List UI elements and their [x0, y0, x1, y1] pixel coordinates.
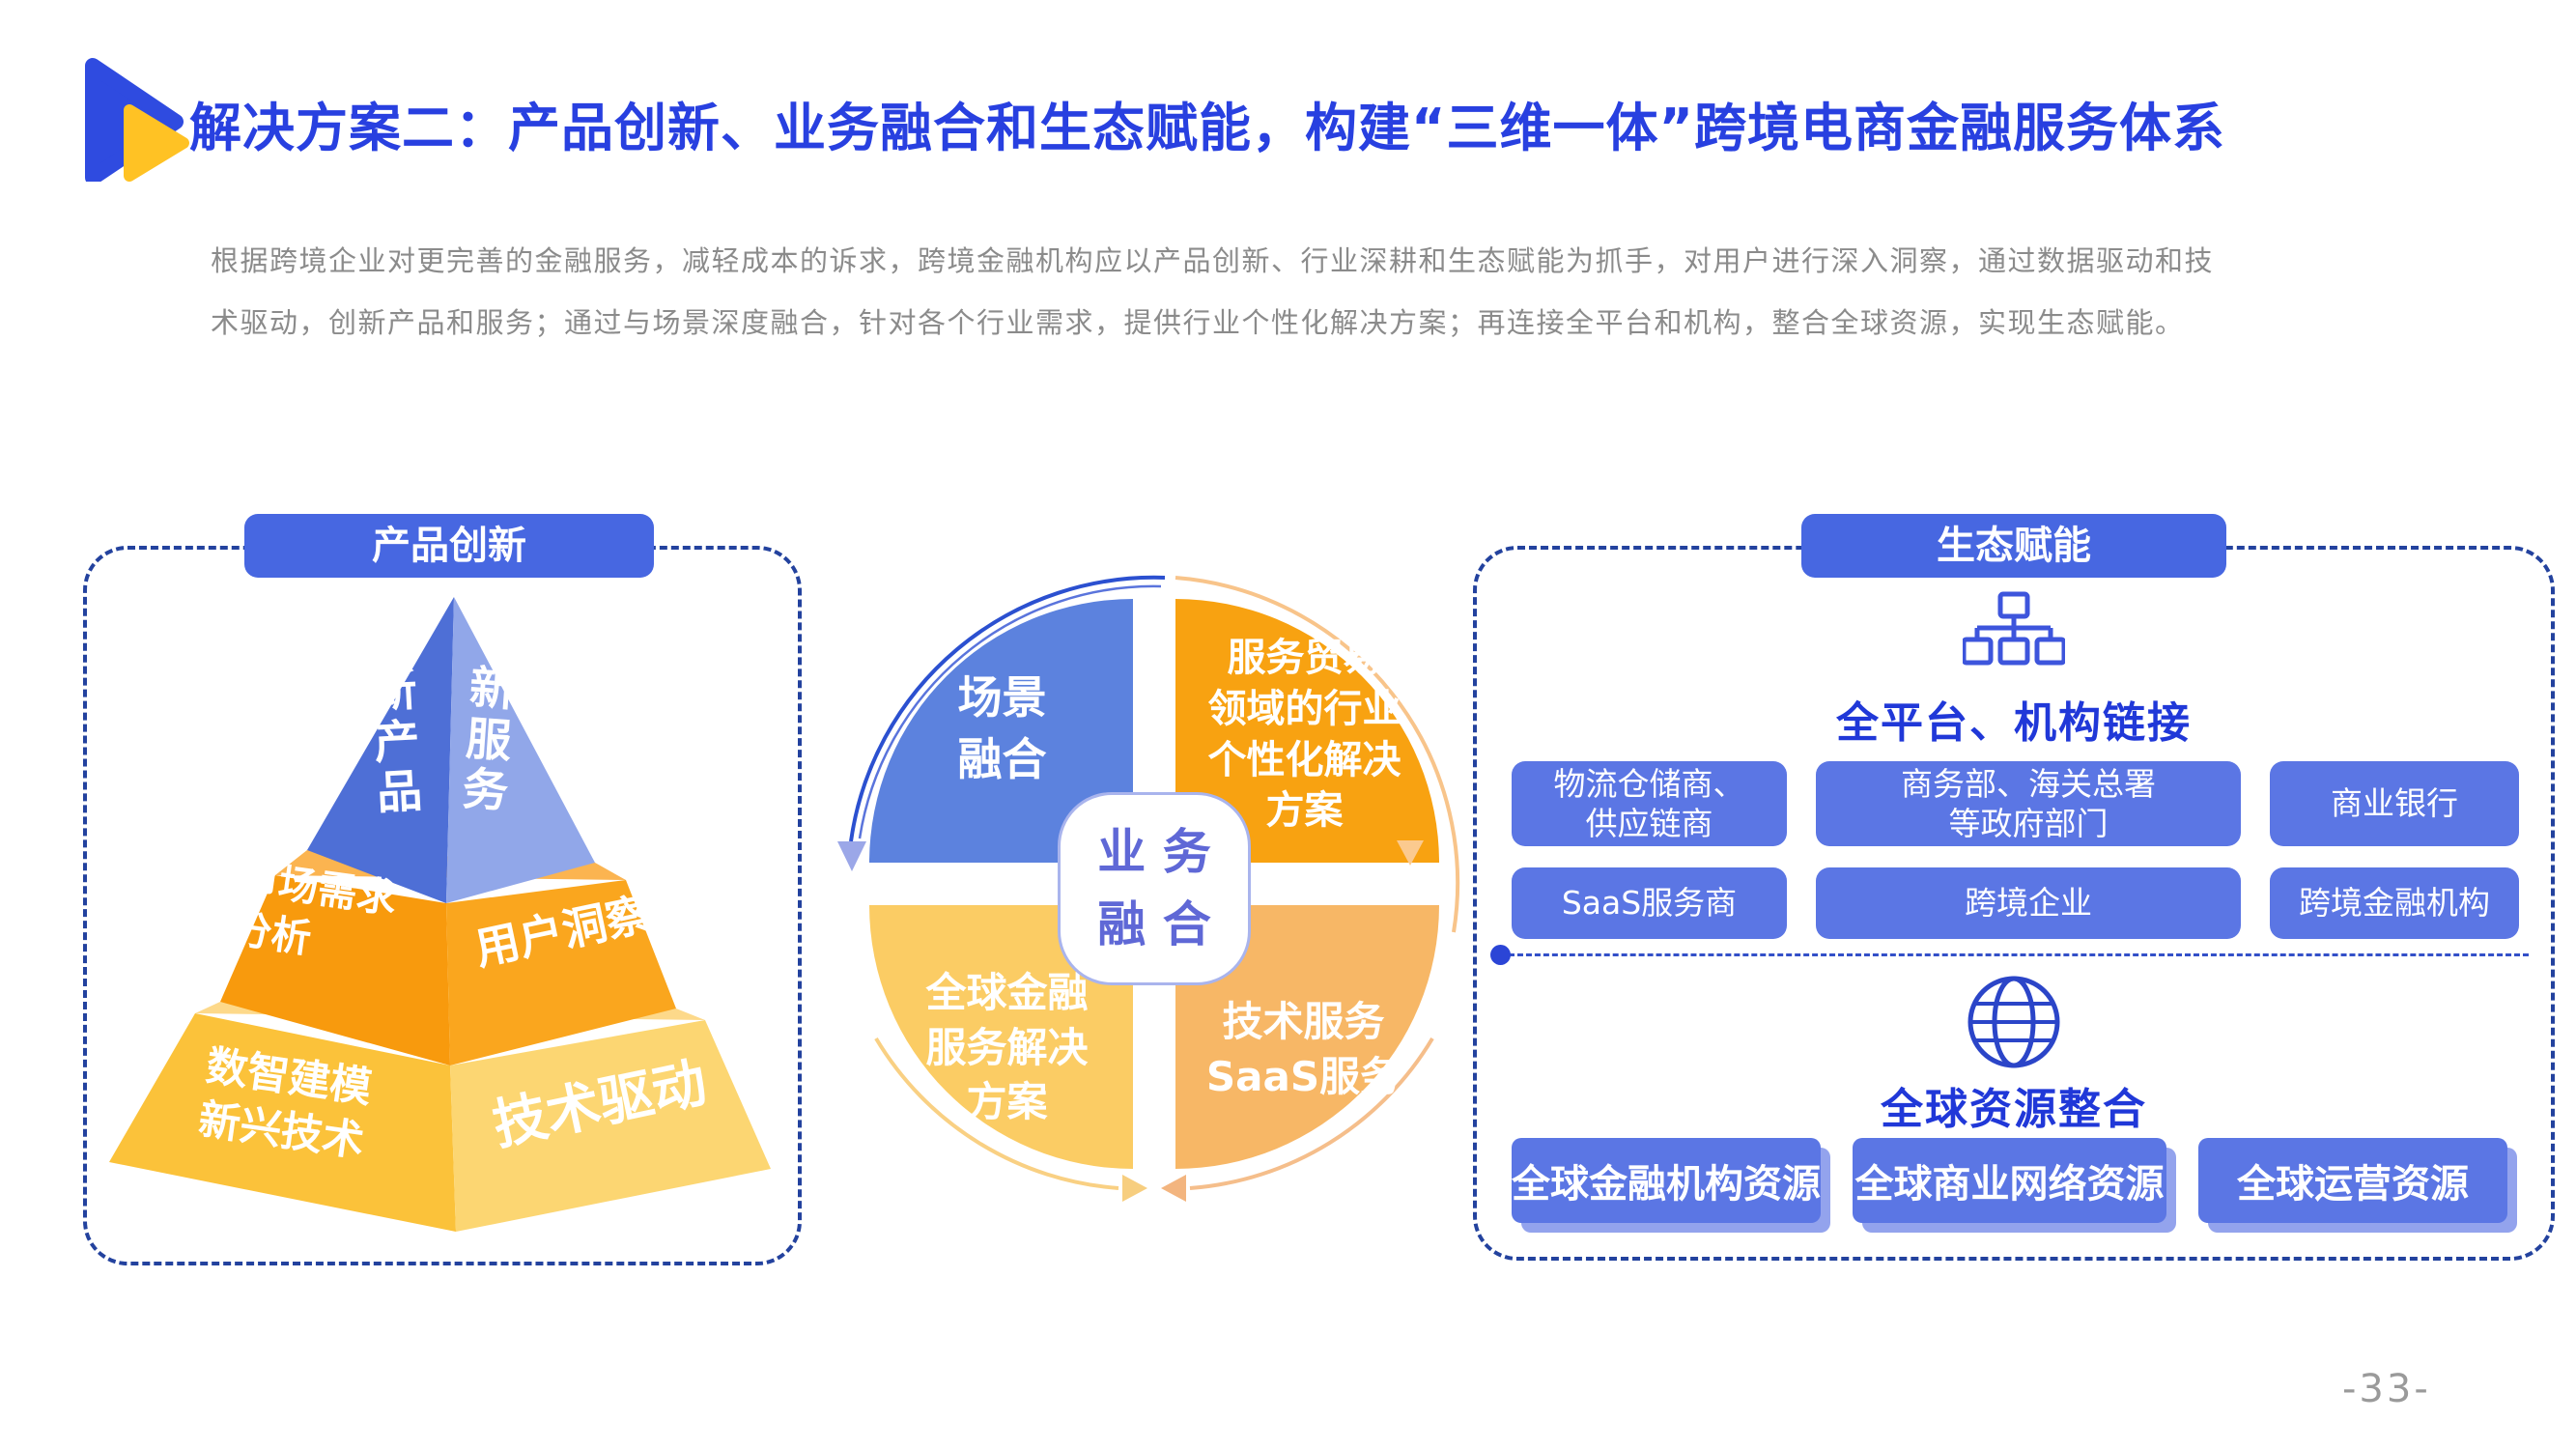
pyramid-graphic	[109, 597, 771, 1232]
button-saas-providers: SaaS服务商	[1512, 867, 1787, 939]
pyramid-label-new-service: 新 服 务	[461, 661, 518, 819]
arc-orange-arrowhead	[1397, 840, 1424, 866]
intro-paragraph: 根据跨境企业对更完善的金融服务，减轻成本的诉求，跨境金融机构应以产品创新、行业深…	[211, 244, 2215, 339]
pyramid-tier3-left-face	[109, 1013, 456, 1232]
arc-yellow-bottom-left	[874, 1037, 1119, 1190]
left-panel-title: 产品创新	[244, 514, 654, 578]
quadrant-label-global-finance: 全球金融 服务解决 方案	[925, 969, 1089, 1126]
play-triangles-logo	[85, 58, 189, 182]
quadrant-label-scene-fusion: 场景 融合	[957, 671, 1047, 786]
pyramid-tier1-right-face	[446, 597, 595, 903]
divider-dot	[1490, 945, 1511, 965]
arc-blue-outer	[849, 575, 1166, 842]
center-business-fusion-label: 业 务 融 合	[1058, 792, 1251, 985]
button-crossborder-enterprises: 跨境企业	[1816, 867, 2241, 939]
button-government-departments: 商务部、海关总署 等政府部门	[1816, 761, 2241, 846]
button-global-business-network-resources: 全球商业网络资源	[1853, 1138, 2166, 1223]
quadrant-label-trade-solutions: 服务贸易 领域的行业 个性化解决 方案	[1207, 636, 1401, 834]
quadrant-scene-fusion	[869, 599, 1133, 863]
button-global-operation-resources: 全球运营资源	[2198, 1138, 2507, 1223]
arc-blue-inner	[858, 584, 1162, 839]
pyramid-tier2-left-face	[220, 875, 450, 1065]
arc-orange-right	[1175, 576, 1460, 933]
page-number: -33-	[2342, 1367, 2431, 1411]
quadrant-trade-solutions	[1175, 599, 1439, 863]
pyramid-label-new-product: 新 产 品	[370, 663, 424, 821]
pyramid-tier3-right-face	[450, 1020, 771, 1232]
business-fusion-wheel	[837, 575, 1460, 1202]
quadrant-global-finance	[869, 905, 1133, 1169]
globe-icon	[1967, 976, 2060, 1068]
quadrant-tech-saas	[1175, 905, 1439, 1169]
global-resources-heading: 全球资源整合	[1881, 1085, 2147, 1134]
sitemap-icon	[1963, 591, 2065, 666]
arc-peach-arrowhead	[1161, 1175, 1186, 1202]
logo-yellow-triangle	[124, 104, 189, 182]
button-crossborder-financial-institutions: 跨境金融机构	[2270, 867, 2519, 939]
panel-divider-dashed	[1509, 953, 2529, 956]
page-title: 解决方案二：产品创新、业务融合和生态赋能，构建“三维一体”跨境电商金融服务体系	[189, 98, 2225, 158]
right-panel-title: 生态赋能	[1801, 514, 2226, 578]
button-global-financial-resources: 全球金融机构资源	[1512, 1138, 1821, 1223]
quadrant-label-tech-saas: 技术服务 SaaS服务	[1205, 998, 1401, 1100]
button-commercial-banks: 商业银行	[2270, 761, 2519, 846]
arc-peach-bottom-right	[1189, 1037, 1434, 1190]
platform-link-heading: 全平台、机构链接	[1836, 698, 2192, 748]
pyramid-tier1-left-face	[307, 597, 454, 903]
arc-blue-arrowhead	[837, 841, 866, 871]
button-logistics-suppliers: 物流仓储商、 供应链商	[1512, 761, 1787, 846]
pyramid-tier2-right-face	[446, 880, 676, 1065]
arc-yellow-arrowhead	[1122, 1175, 1147, 1202]
